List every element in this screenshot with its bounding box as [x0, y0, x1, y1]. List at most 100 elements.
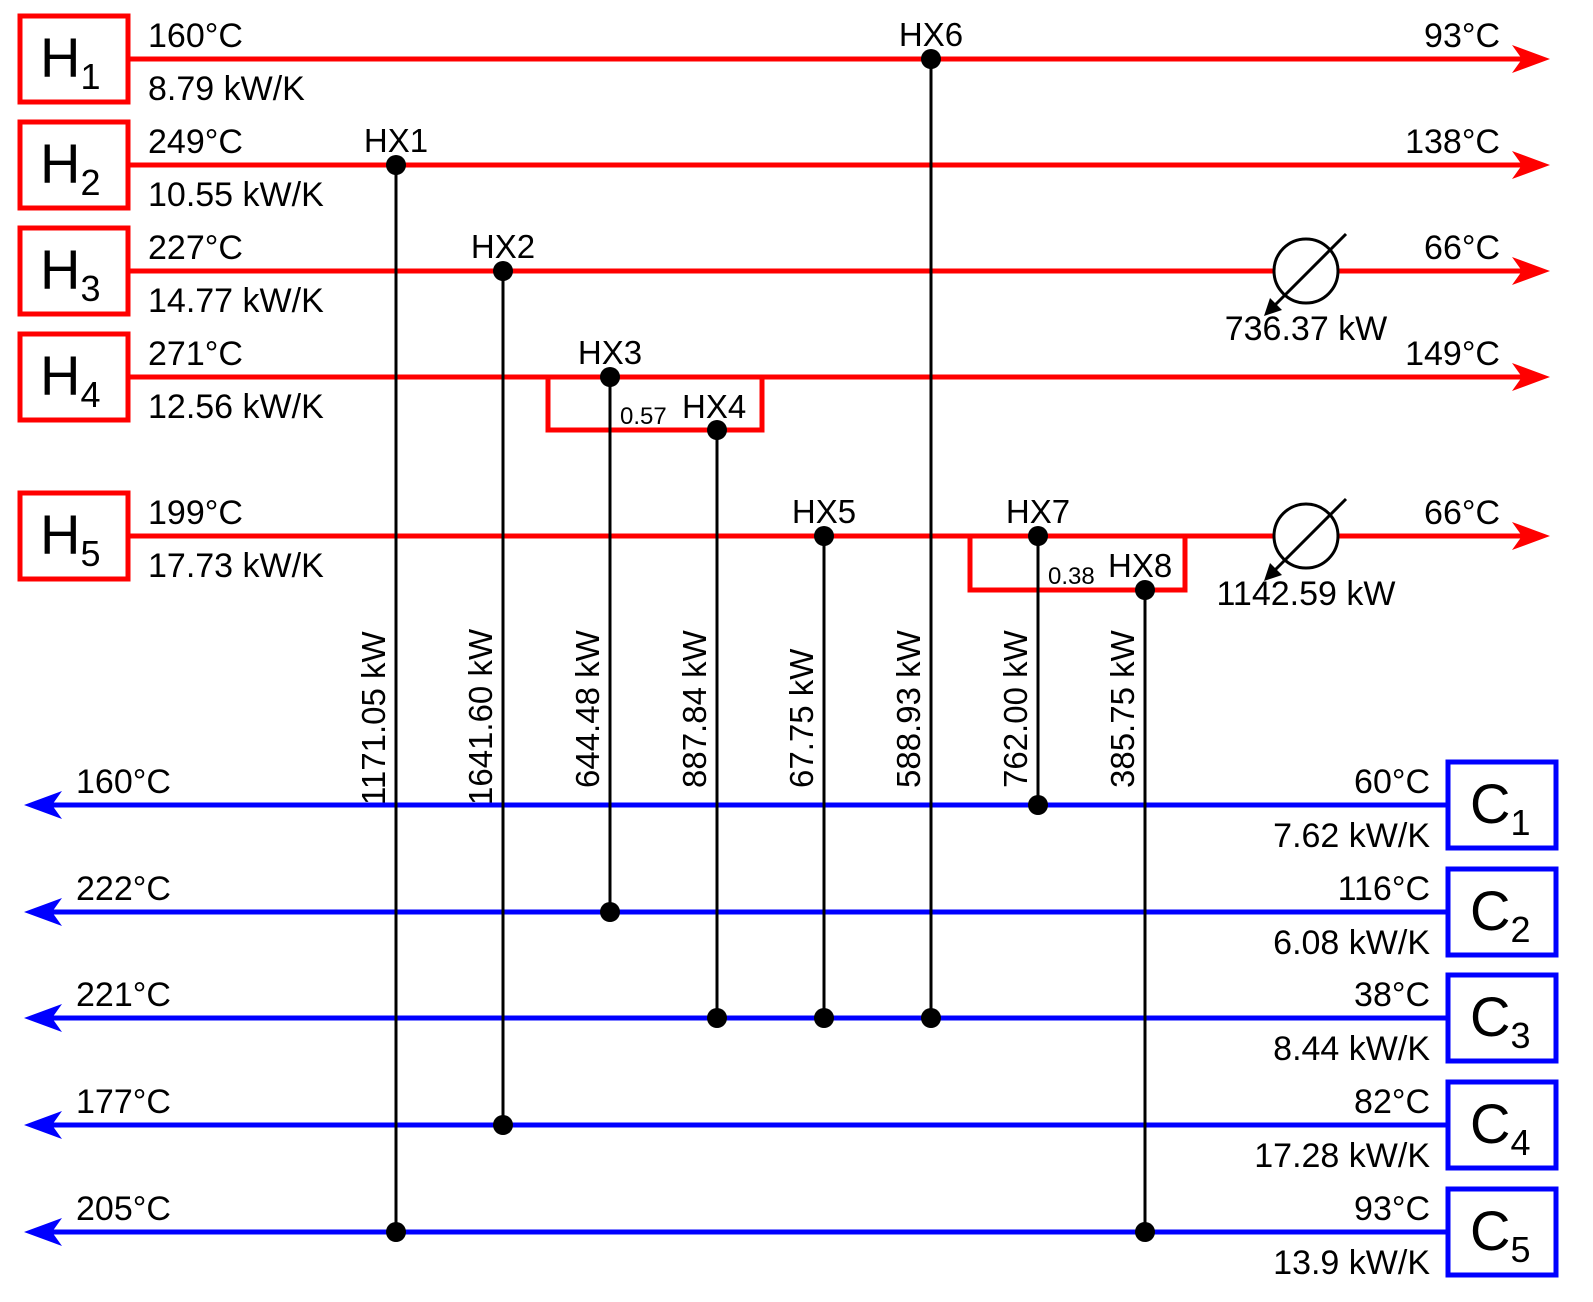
cooler-duty: 1142.59 kW: [1217, 575, 1396, 613]
arrow-head-icon: [24, 791, 62, 819]
arrow-head-icon: [24, 1111, 62, 1139]
cooler-slash: [1270, 497, 1348, 575]
inlet-temperature: 160°C: [148, 17, 243, 55]
arrow-head-icon: [1512, 522, 1550, 550]
exchanger-hx7: HX7 762.00 kW: [997, 493, 1070, 815]
cold-stream-box: [1445, 1079, 1559, 1171]
exchanger-name: HX7: [1006, 493, 1070, 530]
exchanger-hx3: HX3 644.48 kW: [569, 334, 642, 922]
exchanger-duty: 385.75 kW: [1104, 629, 1141, 788]
exchanger-hx6: HX6 588.93 kW: [890, 16, 963, 1028]
exchanger-node: [1028, 526, 1048, 546]
cold-stream-box: [1445, 759, 1559, 851]
heat-capacity-flow: 7.62 kW/K: [1273, 817, 1430, 855]
outlet-temperature: 93°C: [1424, 17, 1500, 55]
outlet-temperature: 177°C: [76, 1083, 171, 1121]
hot-stream-box: [17, 331, 131, 423]
hot-stream-label: H5: [40, 503, 100, 574]
cold-stream-c1: C1 160°C 60°C 7.62 kW/K: [24, 759, 1559, 855]
exchanger-node: [707, 1008, 727, 1028]
split-fraction: 0.38: [1048, 563, 1095, 590]
arrow-head-icon: [1264, 298, 1282, 316]
exchanger-name: HX3: [578, 334, 642, 371]
cooler-h5: 1142.59 kW: [1217, 497, 1396, 613]
cold-stream-c3: C3 221°C 38°C 8.44 kW/K: [24, 972, 1559, 1068]
arrow-head-icon: [1512, 151, 1550, 179]
hot-stream-label: H1: [40, 26, 100, 97]
outlet-temperature: 66°C: [1424, 229, 1500, 267]
split-fraction: 0.57: [620, 403, 667, 430]
cooler-duty: 736.37 kW: [1225, 310, 1388, 348]
cold-stream-label: C5: [1470, 1199, 1530, 1270]
exchanger-hx4: 0.57 HX4 887.84 kW: [620, 388, 746, 1028]
cold-stream-label: C2: [1470, 879, 1530, 950]
cooler-icon: [1272, 502, 1340, 570]
cold-stream-c2: C2 222°C 116°C 6.08 kW/K: [24, 866, 1559, 962]
inlet-temperature: 60°C: [1354, 763, 1430, 801]
exchanger-duty: 67.75 kW: [783, 648, 820, 788]
exchanger-node: [1135, 1222, 1155, 1242]
hot-stream-label: H2: [40, 132, 100, 203]
outlet-temperature: 205°C: [76, 1190, 171, 1228]
heat-capacity-flow: 17.28 kW/K: [1254, 1137, 1430, 1175]
inlet-temperature: 199°C: [148, 494, 243, 532]
inlet-temperature: 82°C: [1354, 1083, 1430, 1121]
cold-stream-label: C3: [1470, 985, 1530, 1056]
cold-stream-c4: C4 177°C 82°C 17.28 kW/K: [24, 1079, 1559, 1175]
exchanger-hx1: HX1 1171.05 kW: [355, 122, 428, 1242]
cold-stream-label: C1: [1470, 772, 1530, 843]
heat-capacity-flow: 14.77 kW/K: [148, 282, 324, 320]
outlet-temperature: 66°C: [1424, 494, 1500, 532]
exchanger-hx2: HX2 1641.60 kW: [462, 228, 535, 1135]
exchanger-node: [493, 1115, 513, 1135]
arrow-head-icon: [1264, 563, 1282, 581]
arrow-head-icon: [1512, 257, 1550, 285]
exchanger-duty: 588.93 kW: [890, 629, 927, 788]
exchanger-name: HX1: [364, 122, 428, 159]
cold-stream-c5: C5 205°C 93°C 13.9 kW/K: [24, 1186, 1559, 1282]
stream-split-branch: [967, 536, 1188, 593]
inlet-temperature: 93°C: [1354, 1190, 1430, 1228]
hot-stream-box: [17, 13, 131, 105]
exchanger-node: [386, 1222, 406, 1242]
exchanger-node: [1028, 795, 1048, 815]
heat-capacity-flow: 13.9 kW/K: [1273, 1244, 1430, 1282]
arrow-head-icon: [1512, 363, 1550, 391]
outlet-temperature: 160°C: [76, 763, 171, 801]
cooler-slash: [1270, 232, 1348, 310]
exchanger-node: [707, 420, 727, 440]
outlet-temperature: 138°C: [1405, 123, 1500, 161]
arrow-head-icon: [1512, 45, 1550, 73]
exchanger-duty: 1171.05 kW: [355, 630, 392, 805]
cold-stream-box: [1445, 866, 1559, 958]
inlet-temperature: 38°C: [1354, 976, 1430, 1014]
exchanger-node: [386, 155, 406, 175]
heat-capacity-flow: 8.79 kW/K: [148, 70, 305, 108]
exchanger-node: [600, 902, 620, 922]
exchanger-duty: 762.00 kW: [997, 629, 1034, 788]
cooler-h3: 736.37 kW: [1225, 232, 1388, 348]
exchanger-node: [600, 367, 620, 387]
inlet-temperature: 116°C: [1338, 870, 1430, 908]
hot-stream-box: [17, 119, 131, 211]
heat-capacity-flow: 17.73 kW/K: [148, 547, 324, 585]
hot-stream-label: H3: [40, 238, 100, 309]
hot-stream-h2: H2 249°C 10.55 kW/K 138°C: [17, 119, 1550, 214]
arrow-head-icon: [24, 898, 62, 926]
heat-capacity-flow: 6.08 kW/K: [1273, 924, 1430, 962]
arrow-head-icon: [24, 1004, 62, 1032]
hot-stream-h4: H4 271°C 12.56 kW/K 149°C: [17, 331, 1550, 433]
exchanger-node: [814, 526, 834, 546]
exchanger-node: [814, 1008, 834, 1028]
inlet-temperature: 249°C: [148, 123, 243, 161]
exchanger-node: [921, 49, 941, 69]
hot-stream-h3: H3 227°C 14.77 kW/K 66°C: [17, 225, 1550, 320]
cold-stream-label: C4: [1470, 1092, 1530, 1163]
heat-capacity-flow: 12.56 kW/K: [148, 388, 324, 426]
outlet-temperature: 221°C: [76, 976, 171, 1014]
arrow-head-icon: [24, 1218, 62, 1246]
cold-stream-box: [1445, 1186, 1559, 1278]
inlet-temperature: 227°C: [148, 229, 243, 267]
cold-stream-box: [1445, 972, 1559, 1064]
